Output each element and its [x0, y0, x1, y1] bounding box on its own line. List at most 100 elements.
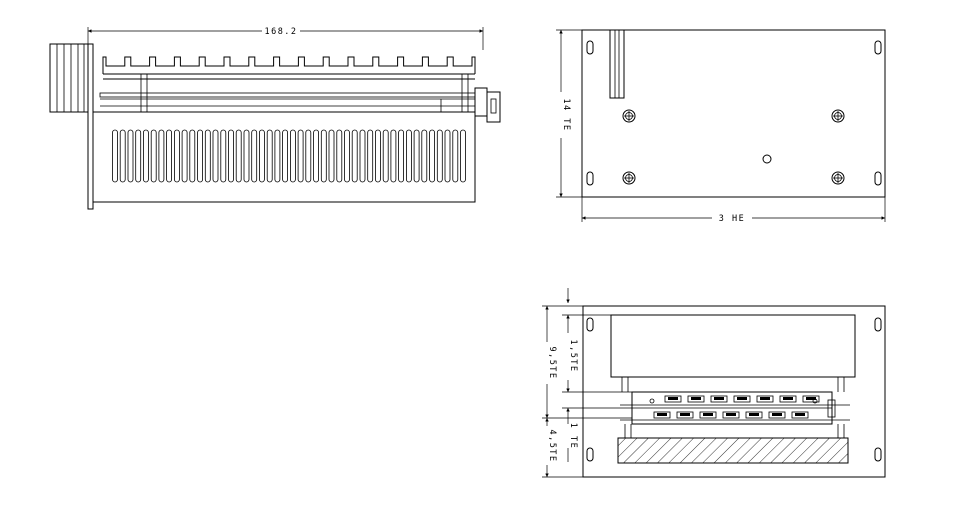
bottom-mounting-slots	[586, 317, 882, 462]
heatsink-fins	[102, 56, 476, 74]
label-4-5-te: 4,5TE	[547, 429, 557, 462]
led-hole	[762, 154, 772, 164]
pcb-board	[99, 92, 476, 98]
vent-slot	[274, 129, 281, 183]
hatched-heatsink	[617, 437, 849, 464]
vent-slot	[413, 129, 420, 183]
connector-pin-contact	[795, 413, 805, 416]
handle-bar	[609, 29, 625, 99]
vent-slot	[436, 129, 443, 183]
connector-pin-contact	[806, 397, 816, 400]
connector-pin-contact	[726, 413, 736, 416]
vent-slot	[320, 129, 327, 183]
connector-pin	[733, 395, 751, 403]
bottom-view: 9,5TE 4,5TE 1,5TE 1 TE	[542, 288, 886, 478]
front-width-label: 3 HE	[719, 214, 745, 224]
vent-slot	[189, 129, 196, 183]
vent-slot	[258, 129, 265, 183]
front-height-label: 14 TE	[561, 98, 571, 131]
vent-slot	[328, 129, 335, 183]
connector-pin	[745, 411, 763, 419]
connector-pin	[779, 395, 797, 403]
vent-slot	[390, 129, 397, 183]
vent-slot	[282, 129, 289, 183]
vent-slot	[142, 129, 149, 183]
connector-pin-contact	[703, 413, 713, 416]
vent-slot	[119, 129, 126, 183]
connector-pin	[768, 411, 786, 419]
connector-pin	[802, 395, 820, 403]
vent-slot	[251, 129, 258, 183]
connector-pin	[653, 411, 671, 419]
vent-slot	[166, 129, 173, 183]
vent-slot	[336, 129, 343, 183]
vent-slot	[289, 129, 296, 183]
vent-slot	[444, 129, 451, 183]
vent-slot	[197, 129, 204, 183]
vent-slot	[359, 129, 366, 183]
screw-icon	[831, 109, 845, 123]
connector-pin	[791, 411, 809, 419]
vent-slot	[313, 129, 320, 183]
connector-pin-contact	[714, 397, 724, 400]
vent-slot	[367, 129, 374, 183]
housing-body	[92, 111, 476, 203]
screw-icon	[831, 171, 845, 185]
rear-connector	[474, 87, 501, 123]
connector-pin	[699, 411, 717, 419]
connector-pin	[687, 395, 705, 403]
housing-supports	[621, 377, 845, 392]
bottom-panel	[582, 305, 886, 478]
vent-slot	[344, 129, 350, 183]
vent-slot	[398, 129, 405, 183]
side-view: 168.2	[49, 27, 501, 210]
vent-slot	[305, 129, 312, 183]
vent-slot	[220, 129, 227, 183]
connector-pin-contact	[737, 397, 747, 400]
vent-slot	[127, 129, 134, 183]
vent-slot	[135, 129, 142, 183]
connector-pin-contact	[668, 397, 678, 400]
bottom-outer-dimension: 9,5TE 4,5TE	[542, 305, 632, 478]
connector-pin-contact	[783, 397, 793, 400]
screw-icon	[622, 109, 636, 123]
vent-slot	[243, 129, 250, 183]
connector-pin	[664, 395, 682, 403]
bottom-inner-dimension: 1,5TE 1 TE	[562, 288, 632, 462]
vent-slot	[374, 129, 381, 183]
connector-pin-contact	[680, 413, 690, 416]
connector-pin-contact	[749, 413, 759, 416]
connector-assembly	[620, 391, 850, 425]
screw-icon	[622, 171, 636, 185]
side-width-label: 168.2	[264, 27, 297, 37]
vent-slot	[228, 129, 234, 183]
vent-slot	[421, 129, 428, 183]
front-height-dimension: 14 TE	[556, 29, 582, 198]
vent-slot	[173, 129, 180, 183]
vent-slot	[429, 129, 436, 183]
ventilation-slots	[112, 129, 466, 183]
label-9-5-te: 9,5TE	[547, 346, 557, 379]
front-panel	[581, 29, 886, 198]
vent-slot	[212, 129, 219, 183]
screws	[622, 109, 845, 185]
vent-slot	[204, 129, 211, 183]
lower-supports	[624, 424, 845, 438]
vent-slot	[235, 129, 242, 183]
vent-slot	[266, 129, 273, 183]
side-width-dimension: 168.2	[87, 27, 484, 50]
vent-slot	[181, 129, 188, 183]
front-view: 14 TE 3 HE	[556, 29, 886, 224]
vent-slot	[112, 129, 118, 183]
connector-pin	[722, 411, 740, 419]
vent-slot	[158, 129, 165, 183]
vent-slot	[382, 129, 389, 183]
standoffs	[140, 74, 469, 112]
connector-pin-contact	[760, 397, 770, 400]
connector-pin	[676, 411, 694, 419]
housing-block	[610, 314, 856, 378]
vent-slot	[297, 129, 304, 183]
connector-pin-contact	[691, 397, 701, 400]
front-width-dimension: 3 HE	[581, 197, 886, 224]
